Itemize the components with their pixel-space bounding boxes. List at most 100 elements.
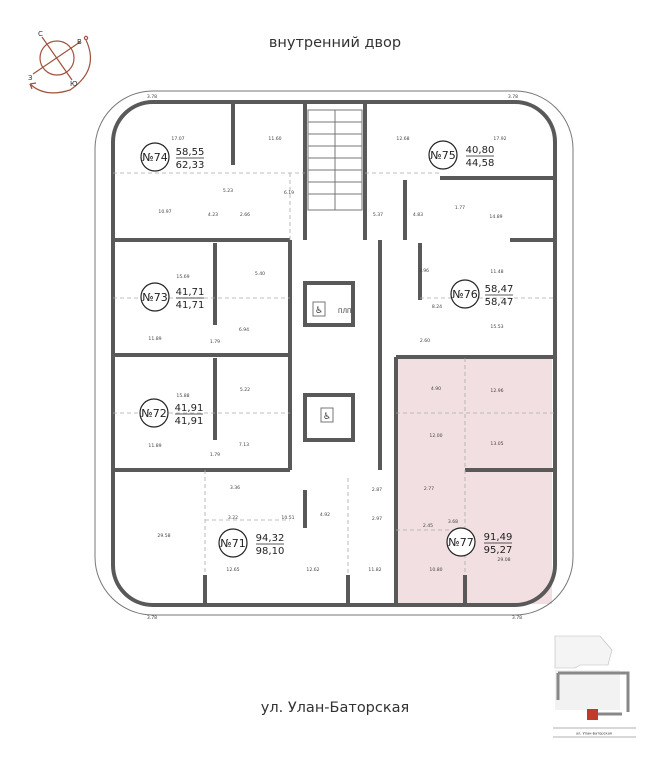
room-area: 10.51 xyxy=(281,515,294,521)
room-area: 6.94 xyxy=(239,327,249,333)
room-area: 4.83 xyxy=(413,212,423,218)
staircase xyxy=(307,109,363,211)
balcony-dim: 3.78 xyxy=(508,94,518,100)
apartment-number: №75 xyxy=(430,149,455,162)
room-area: 5.22 xyxy=(240,387,250,393)
room-area: 4.92 xyxy=(320,512,330,518)
compass-south: Ю xyxy=(70,80,78,88)
apartment-77[interactable]: №77 91,49 95,27 xyxy=(446,527,513,557)
room-area: 11.82 xyxy=(368,567,381,573)
lift-label: ПЛП xyxy=(338,308,352,315)
room-area: 12.68 xyxy=(396,136,409,142)
room-area: 4.23 xyxy=(208,212,218,218)
room-area: 2.77 xyxy=(424,486,434,492)
total-area: 62,33 xyxy=(176,160,205,171)
key-plan[interactable]: ул. Улан-Баторская xyxy=(553,635,636,738)
compass-north: С xyxy=(38,30,43,38)
room-area: 6.19 xyxy=(284,190,294,196)
wheelchair-icon: ♿ xyxy=(315,306,323,316)
courtyard-label: внутренний двор xyxy=(269,35,401,51)
room-area: 12.62 xyxy=(306,567,319,573)
apartment-number: №76 xyxy=(452,288,477,301)
living-area: 58,55 xyxy=(176,147,205,158)
room-area-labels: 17.07 11.60 5.23 6.19 10.97 4.23 2.66 5.… xyxy=(147,94,522,621)
lift-1: ♿ xyxy=(303,281,355,327)
living-area: 40,80 xyxy=(466,145,495,156)
room-area: 3.96 xyxy=(419,268,429,274)
interior-walls xyxy=(113,102,555,605)
room-area: 10.80 xyxy=(429,567,442,573)
room-area: 2.45 xyxy=(423,523,433,529)
apartment-73[interactable]: №73 41,71 41,71 xyxy=(140,282,205,312)
room-area: 12.00 xyxy=(429,433,442,439)
total-area: 58,47 xyxy=(485,297,514,308)
apartment-71[interactable]: №71 94,32 98,10 xyxy=(218,528,285,558)
total-area: 41,91 xyxy=(175,416,204,427)
room-area: 2.60 xyxy=(420,338,430,344)
wheelchair-icon: ♿ xyxy=(323,412,331,422)
room-area: 29.08 xyxy=(497,557,510,563)
room-area: 15.88 xyxy=(176,393,189,399)
apartment-number: №72 xyxy=(141,407,166,420)
living-area: 94,32 xyxy=(256,533,285,544)
room-area: 14.89 xyxy=(489,214,502,220)
apartment-number: №73 xyxy=(142,291,167,304)
total-area: 95,27 xyxy=(484,545,513,556)
compass-east: В xyxy=(77,38,82,46)
apartment-number: №71 xyxy=(220,537,245,550)
room-area: 1.79 xyxy=(210,452,220,458)
balcony-outline xyxy=(94,90,574,616)
street-label: ул. Улан-Баторская xyxy=(261,700,409,716)
room-area: 11.48 xyxy=(490,269,503,275)
room-area: 5.37 xyxy=(373,212,383,218)
room-area: 5.23 xyxy=(223,188,233,194)
room-area: 11.89 xyxy=(148,443,161,449)
room-area: 2.87 xyxy=(372,487,382,493)
room-area: 3.36 xyxy=(230,485,240,491)
total-area: 41,71 xyxy=(176,300,205,311)
room-area: 2.97 xyxy=(372,516,382,522)
apartment-74[interactable]: №74 58,55 62,33 xyxy=(140,142,205,172)
balcony-dim: 3.78 xyxy=(147,94,157,100)
key-plan-street: ул. Улан-Баторская xyxy=(576,732,612,736)
living-area: 58,47 xyxy=(485,284,514,295)
room-area: 15.53 xyxy=(490,324,503,330)
room-area: 15.69 xyxy=(176,274,189,280)
room-area: 11.89 xyxy=(148,336,161,342)
room-area: 1.77 xyxy=(455,205,465,211)
room-area: 12.96 xyxy=(490,388,503,394)
apartment-75[interactable]: №75 40,80 44,58 xyxy=(428,140,495,170)
key-plan-highlight xyxy=(587,709,598,720)
room-area: 1.79 xyxy=(210,339,220,345)
room-area: 4.90 xyxy=(431,386,441,392)
room-area: 8.24 xyxy=(432,304,442,310)
room-area: 13.05 xyxy=(490,441,503,447)
total-area: 44,58 xyxy=(466,158,495,169)
apartment-number: №77 xyxy=(448,536,473,549)
living-area: 91,49 xyxy=(484,532,513,543)
room-area: 2.66 xyxy=(240,212,250,218)
room-area: 12.65 xyxy=(226,567,239,573)
apartment-72[interactable]: №72 41,91 41,91 xyxy=(139,398,204,428)
room-area: 17.07 xyxy=(171,136,184,142)
balcony-dim: 3.78 xyxy=(147,615,157,621)
room-area: 3.68 xyxy=(448,519,458,525)
living-area: 41,71 xyxy=(176,287,205,298)
room-area: 3.22 xyxy=(228,515,238,521)
room-area: 5.40 xyxy=(255,271,265,277)
balcony-dim: 3.78 xyxy=(512,615,522,621)
room-area: 11.60 xyxy=(268,136,281,142)
compass-west: З xyxy=(28,74,33,82)
room-area: 7.13 xyxy=(239,442,249,448)
room-area: 29.58 xyxy=(157,533,170,539)
room-area: 17.92 xyxy=(493,136,506,142)
apartment-77-highlight[interactable] xyxy=(396,358,552,604)
total-area: 98,10 xyxy=(256,546,285,557)
apartment-76[interactable]: №76 58,47 58,47 xyxy=(450,279,514,309)
apartment-number: №74 xyxy=(142,151,167,164)
room-area: 10.97 xyxy=(158,209,171,215)
lift-2: ♿ xyxy=(303,393,355,442)
compass-icon xyxy=(29,35,91,94)
living-area: 41,91 xyxy=(175,403,204,414)
